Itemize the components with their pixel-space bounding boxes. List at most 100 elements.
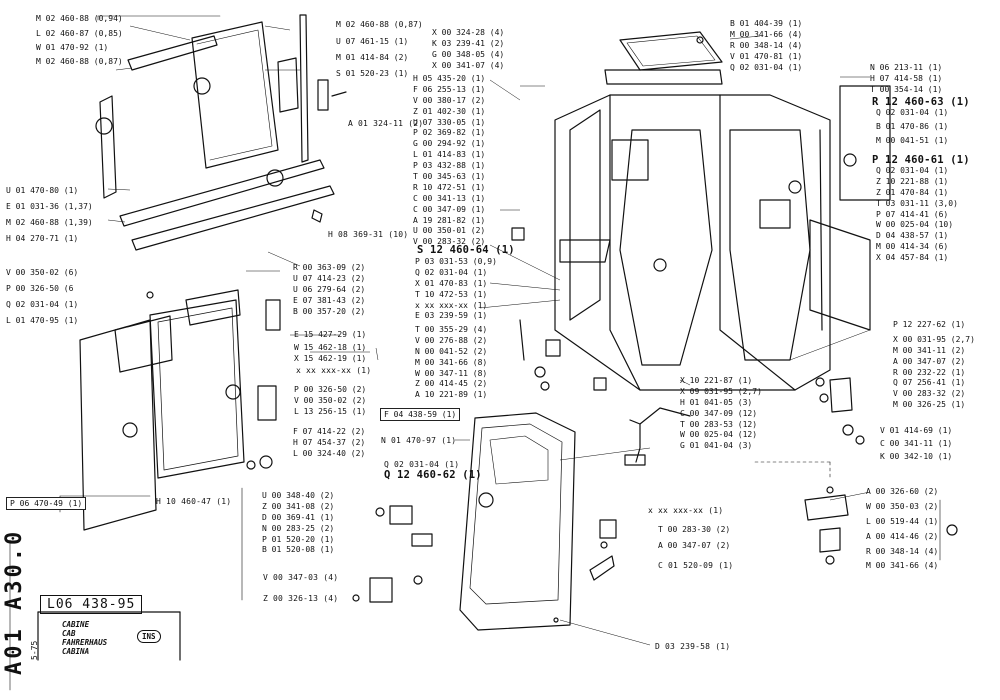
part-label: x xx xxx-xx (1) xyxy=(648,506,724,515)
part-label: K 00 342-10 (1) xyxy=(880,451,953,461)
title-it: CABINA xyxy=(62,647,90,656)
frame-rail-right xyxy=(299,14,309,163)
rear-window xyxy=(839,85,891,201)
part-label: M 00 341-66 (4) xyxy=(866,561,939,571)
labels-window-right-b: E 15 427-29 (1) W 15 462-18 (1) X 15 462… xyxy=(294,330,366,365)
hinge-bracket xyxy=(829,377,853,413)
part-label: H 04 270-71 (1) xyxy=(6,233,79,243)
part-label-major: S 12 460-64 (1) xyxy=(417,244,515,256)
part-label: C 00 341-13 (1) xyxy=(413,193,486,203)
part-label: P 12 227-62 (1) xyxy=(893,320,966,329)
part-label: L 00 324-40 (2) xyxy=(293,448,366,458)
part-label: X 00 341-07 (4) xyxy=(432,60,505,70)
part-label: K 03 239-41 (2) xyxy=(432,38,505,48)
part-label: T 00 345-63 (1) xyxy=(413,172,486,182)
part-label: P 02 369-82 (1) xyxy=(413,128,486,138)
lock-plate xyxy=(389,505,413,525)
assembly-box-label: P 06 470-49 (1) xyxy=(6,497,87,510)
part-label: V 00 347-03 (4) xyxy=(263,573,339,582)
part-label: L 13 256-15 (1) xyxy=(294,406,367,416)
part-label: N 01 470-97 (1) xyxy=(381,436,457,445)
part-label: D 00 369-41 (1) xyxy=(262,512,335,522)
part-label: A 10 221-89 (1) xyxy=(415,390,488,400)
labels-top-right: B 01 404-39 (1) M 00 341-66 (4) R 00 348… xyxy=(730,19,802,73)
part-label: Z 00 414-45 (2) xyxy=(415,379,488,389)
part-label: G 00 348-05 (4) xyxy=(432,49,505,59)
part-label: V 00 380-17 (2) xyxy=(413,95,486,105)
part-label: Z 01 470-84 (1) xyxy=(876,187,949,197)
part-label: Q 02 031-04 (1) xyxy=(384,460,460,469)
labels-top-left-a: M 02 460-88 (0,94) L 02 460-87 (0,85) W … xyxy=(36,14,123,68)
title-fr: CABINE xyxy=(62,620,90,629)
labels-mount: A 00 326-60 (2) W 00 350-03 (2) L 00 519… xyxy=(866,487,938,572)
door-handle xyxy=(589,555,615,581)
labels-top-mid-b: H 05 435-20 (1) F 06 255-13 (1) V 00 380… xyxy=(413,74,485,248)
part-label: B 00 357-20 (2) xyxy=(293,306,366,316)
part-label: M 00 041-51 (1) xyxy=(876,135,949,145)
part-label: Z 00 341-08 (2) xyxy=(262,501,335,511)
part-label: U 01 470-80 (1) xyxy=(6,186,79,195)
part-label: Q 02 031-04 (1) xyxy=(730,62,803,72)
part-label: C 00 347-09 (12) xyxy=(680,408,758,418)
part-label: P 03 432-88 (1) xyxy=(413,161,486,171)
part-label: X 10 221-87 (1) xyxy=(680,376,753,385)
part-label: G 01 041-04 (3) xyxy=(680,441,753,451)
part-label: L 00 519-44 (1) xyxy=(866,516,939,526)
part-label: Z 01 402-30 (1) xyxy=(413,106,486,116)
glass-strip-left xyxy=(99,95,117,199)
labels-window-right-e: F 07 414-22 (2) H 07 454-37 (2) L 00 324… xyxy=(293,427,365,460)
part-label: W 00 025-04 (10) xyxy=(876,220,954,230)
part-label: R 00 363-09 (2) xyxy=(293,263,366,272)
part-label: W 00 350-03 (2) xyxy=(866,501,939,511)
part-label: Q 02 031-04 (1) xyxy=(876,166,949,175)
part-label: Q 02 031-04 (1) xyxy=(876,108,949,117)
labels-mid-c: X 10 221-87 (1) X 09 031-95 (2,7) H 01 0… xyxy=(680,376,762,452)
part-label: P 07 414-41 (6) xyxy=(876,209,949,219)
part-label: A 00 347-07 (2) xyxy=(893,356,966,366)
part-label: H 07 414-58 (1) xyxy=(870,73,943,83)
part-label: M 02 460-88 (0,87) xyxy=(36,56,123,66)
part-number-vertical: A01 A30.0 xyxy=(2,529,32,695)
part-label: H 10 460-47 (1) xyxy=(156,497,232,506)
title-de: FAHRERHAUS xyxy=(62,638,108,647)
lock-body xyxy=(369,577,393,603)
door-window-opening xyxy=(619,129,713,366)
part-label: F 06 255-13 (1) xyxy=(413,84,486,94)
part-label: X 01 470-83 (1) xyxy=(415,278,488,288)
part-label: V 01 414-69 (1) xyxy=(880,426,953,435)
part-label: M 02 460-88 (0,87) xyxy=(336,20,423,29)
part-label: D 03 239-58 (1) xyxy=(655,642,731,651)
part-label: G 00 294-92 (1) xyxy=(413,139,486,149)
labels-window-right-d: P 00 326-50 (2) V 00 350-02 (2) L 13 256… xyxy=(294,385,366,418)
window-frame xyxy=(149,299,245,479)
part-label: V 00 283-32 (2) xyxy=(413,237,486,247)
part-label: T 00 283-30 (2) xyxy=(658,525,731,534)
part-label: T 00 354-14 (1) xyxy=(870,84,943,94)
cabin-door xyxy=(459,412,576,631)
part-label: H 08 369-31 (10) xyxy=(328,230,409,239)
part-label: W 15 462-18 (1) xyxy=(294,342,367,352)
roof-hatch xyxy=(619,31,723,71)
part-label: T 03 031-11 (3,0) xyxy=(876,198,958,208)
cabin-pillar xyxy=(609,94,641,391)
labels-door-d: T 00 283-30 (2) A 00 347-07 (2) xyxy=(658,525,730,552)
part-label: R 10 472-51 (1) xyxy=(413,182,486,192)
part-label: E 01 031-36 (1,37) xyxy=(6,201,93,211)
part-label: M 01 414-84 (2) xyxy=(336,52,409,62)
labels-top-mid-a: X 00 324-28 (4) K 03 239-41 (2) G 00 348… xyxy=(432,28,504,72)
ins-badge: INS xyxy=(137,630,161,643)
part-label: Z 00 326-13 (4) xyxy=(263,594,339,603)
part-label: H 07 454-37 (2) xyxy=(293,437,366,447)
side-window-glass xyxy=(191,21,279,169)
part-label: P 00 326-50 (6 xyxy=(6,283,74,293)
part-label: C 00 341-11 (1) xyxy=(880,438,953,448)
part-label: M 00 341-66 (4) xyxy=(730,29,803,39)
part-label: V 00 350-02 (2) xyxy=(294,395,367,405)
frame-rail-lower xyxy=(119,159,325,227)
part-label: R 00 348-14 (4) xyxy=(866,546,939,556)
part-label-major: P 12 460-61 (1) xyxy=(872,154,970,166)
part-number: A01 A30.0 xyxy=(2,528,27,675)
part-label: N 06 213-11 (1) xyxy=(870,63,943,72)
labels-mid-b: T 00 355-29 (4) V 00 276-88 (2) N 00 041… xyxy=(415,325,487,401)
labels-right-e: V 01 414-69 (1) C 00 341-11 (1) K 00 342… xyxy=(880,426,952,463)
